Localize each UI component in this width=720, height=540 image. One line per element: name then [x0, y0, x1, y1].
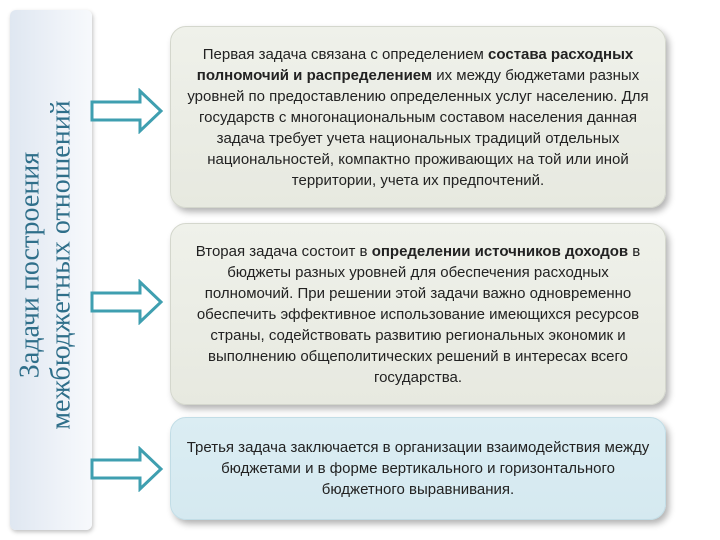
arrow-right-icon — [90, 279, 164, 325]
side-title: Задачи построения межбюджетных отношений — [15, 15, 78, 515]
arrow-right-icon — [90, 88, 164, 134]
task-text-1: Первая задача связана с определением сос… — [187, 45, 649, 189]
side-title-line2: межбюджетных отношений — [46, 100, 77, 430]
side-title-line1: Задачи построения — [14, 151, 46, 379]
task-box-2: Вторая задача состоит в определении исто… — [170, 223, 666, 405]
task-box-1: Первая задача связана с определением сос… — [170, 26, 666, 208]
task-text-2: Вторая задача состоит в определении исто… — [195, 242, 641, 386]
side-title-panel — [10, 10, 92, 530]
task-text-3: Третья задача заключается в организации … — [186, 439, 650, 498]
arrow-right-icon — [90, 446, 164, 492]
task-box-3: Третья задача заключается в организации … — [170, 417, 666, 520]
